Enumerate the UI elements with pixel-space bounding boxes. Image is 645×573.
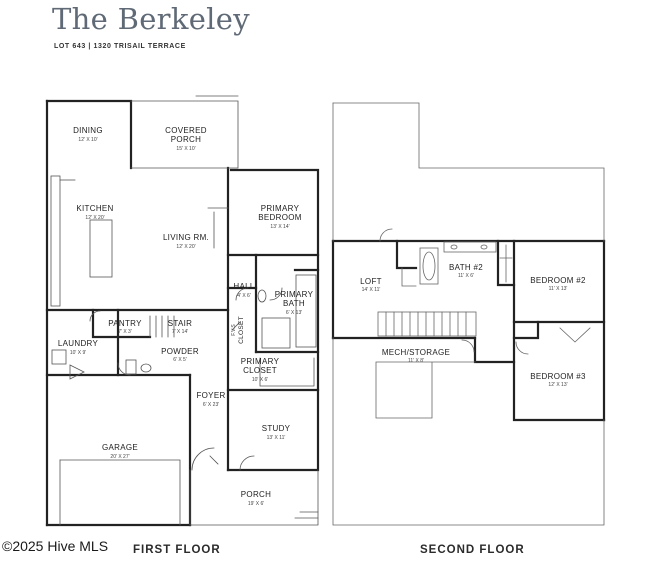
svg-text:BEDROOM: BEDROOM bbox=[258, 213, 301, 222]
room-hall: HALL 4' X 6' bbox=[233, 282, 254, 299]
svg-text:F.V.S: F.V.S bbox=[231, 324, 237, 336]
second-floor-walls bbox=[331, 239, 606, 422]
svg-text:STUDY: STUDY bbox=[262, 424, 291, 433]
svg-text:11' X 13': 11' X 13' bbox=[549, 286, 568, 292]
svg-text:LOFT: LOFT bbox=[360, 277, 382, 286]
room-bedroom-3: BEDROOM #3 12' X 13' bbox=[530, 372, 586, 388]
svg-text:15' X 10': 15' X 10' bbox=[176, 146, 195, 152]
svg-text:13' X 14': 13' X 14' bbox=[270, 224, 289, 230]
svg-text:12' X 13': 12' X 13' bbox=[548, 382, 567, 388]
room-primary-closet: PRIMARY CLOSET 10' X 6' bbox=[241, 357, 280, 383]
plan-title: The Berkeley bbox=[52, 2, 250, 36]
room-primary-bedroom: PRIMARY BEDROOM 13' X 14' bbox=[258, 204, 301, 230]
svg-text:KITCHEN: KITCHEN bbox=[76, 204, 113, 213]
room-garage: GARAGE 20' X 27' bbox=[102, 443, 138, 460]
svg-text:PRIMARY: PRIMARY bbox=[241, 357, 280, 366]
svg-text:4' X 6': 4' X 6' bbox=[237, 293, 251, 299]
room-living: LIVING RM. 12' X 20' bbox=[163, 233, 209, 250]
svg-text:PORCH: PORCH bbox=[171, 135, 201, 144]
svg-text:10' X 6': 10' X 6' bbox=[252, 377, 268, 383]
svg-text:MECH/STORAGE: MECH/STORAGE bbox=[382, 348, 450, 357]
room-pantry: PANTRY 7' X 3' bbox=[108, 319, 142, 335]
svg-text:BATH: BATH bbox=[283, 299, 305, 308]
svg-text:BEDROOM #3: BEDROOM #3 bbox=[530, 372, 586, 381]
room-fvs-closet: F.V.S CLOSET bbox=[231, 316, 245, 344]
room-loft: LOFT 14' X 11' bbox=[360, 277, 382, 293]
lot-address: LOT 643 | 1320 TRISAIL TERRACE bbox=[54, 43, 186, 50]
svg-text:LIVING RM.: LIVING RM. bbox=[163, 233, 209, 242]
svg-text:DINING: DINING bbox=[73, 126, 103, 135]
svg-text:PRIMARY: PRIMARY bbox=[261, 204, 300, 213]
room-bath-2: BATH #2 11' X 6' bbox=[449, 263, 483, 279]
room-powder: POWDER 6' X 5' bbox=[161, 347, 199, 363]
room-bedroom-2: BEDROOM #2 11' X 13' bbox=[530, 276, 586, 292]
second-floor-label: SECOND FLOOR bbox=[420, 544, 525, 556]
svg-text:FOYER: FOYER bbox=[196, 391, 225, 400]
room-laundry: LAUNDRY 10' X 9' bbox=[58, 339, 99, 356]
svg-text:PANTRY: PANTRY bbox=[108, 319, 142, 328]
svg-text:STAIR: STAIR bbox=[168, 319, 192, 328]
room-mech-storage: MECH/STORAGE 11' X 8' bbox=[382, 348, 450, 364]
room-study: STUDY 13' X 11' bbox=[262, 424, 291, 441]
svg-text:LAUNDRY: LAUNDRY bbox=[58, 339, 99, 348]
svg-text:19' X 6': 19' X 6' bbox=[248, 501, 264, 507]
svg-text:BATH #2: BATH #2 bbox=[449, 263, 483, 272]
svg-text:PRIMARY: PRIMARY bbox=[275, 290, 314, 299]
svg-text:7' X 14': 7' X 14' bbox=[172, 329, 188, 335]
svg-text:12' X 10': 12' X 10' bbox=[78, 137, 97, 143]
room-dining: DINING 12' X 10' bbox=[73, 126, 103, 143]
room-covered-porch: COVERED PORCH 15' X 10' bbox=[165, 126, 207, 152]
svg-text:6' X 5': 6' X 5' bbox=[173, 357, 187, 363]
first-floor-label: FIRST FLOOR bbox=[133, 544, 221, 556]
first-floor-walls bbox=[45, 99, 320, 527]
room-kitchen: KITCHEN 12' X 20' bbox=[76, 204, 113, 221]
svg-text:12' X 20': 12' X 20' bbox=[85, 215, 104, 221]
svg-text:HALL: HALL bbox=[233, 282, 254, 291]
room-stair: STAIR 7' X 14' bbox=[168, 319, 192, 335]
svg-text:CLOSET: CLOSET bbox=[243, 366, 277, 375]
room-porch: PORCH 19' X 6' bbox=[241, 490, 271, 507]
svg-text:7' X 3': 7' X 3' bbox=[118, 329, 132, 335]
svg-text:GARAGE: GARAGE bbox=[102, 443, 138, 452]
svg-text:20' X 27': 20' X 27' bbox=[110, 454, 129, 460]
svg-text:11' X 8': 11' X 8' bbox=[408, 358, 424, 364]
svg-text:6' X 13': 6' X 13' bbox=[286, 310, 302, 316]
svg-text:BEDROOM #2: BEDROOM #2 bbox=[530, 276, 586, 285]
svg-text:POWDER: POWDER bbox=[161, 347, 199, 356]
svg-text:CLOSET: CLOSET bbox=[238, 316, 245, 344]
svg-text:10' X 9': 10' X 9' bbox=[70, 350, 86, 356]
svg-text:14' X 11': 14' X 11' bbox=[362, 287, 381, 293]
svg-text:PORCH: PORCH bbox=[241, 490, 271, 499]
svg-text:11' X 6': 11' X 6' bbox=[458, 273, 474, 279]
room-foyer: FOYER 6' X 23' bbox=[196, 391, 225, 408]
watermark: ©2025 Hive MLS bbox=[2, 538, 109, 554]
svg-text:COVERED: COVERED bbox=[165, 126, 207, 135]
svg-text:12' X 20': 12' X 20' bbox=[176, 244, 195, 250]
room-primary-bath: PRIMARY BATH 6' X 13' bbox=[275, 290, 314, 316]
svg-text:6' X 23': 6' X 23' bbox=[203, 402, 219, 408]
svg-text:13' X 11': 13' X 11' bbox=[267, 435, 286, 441]
